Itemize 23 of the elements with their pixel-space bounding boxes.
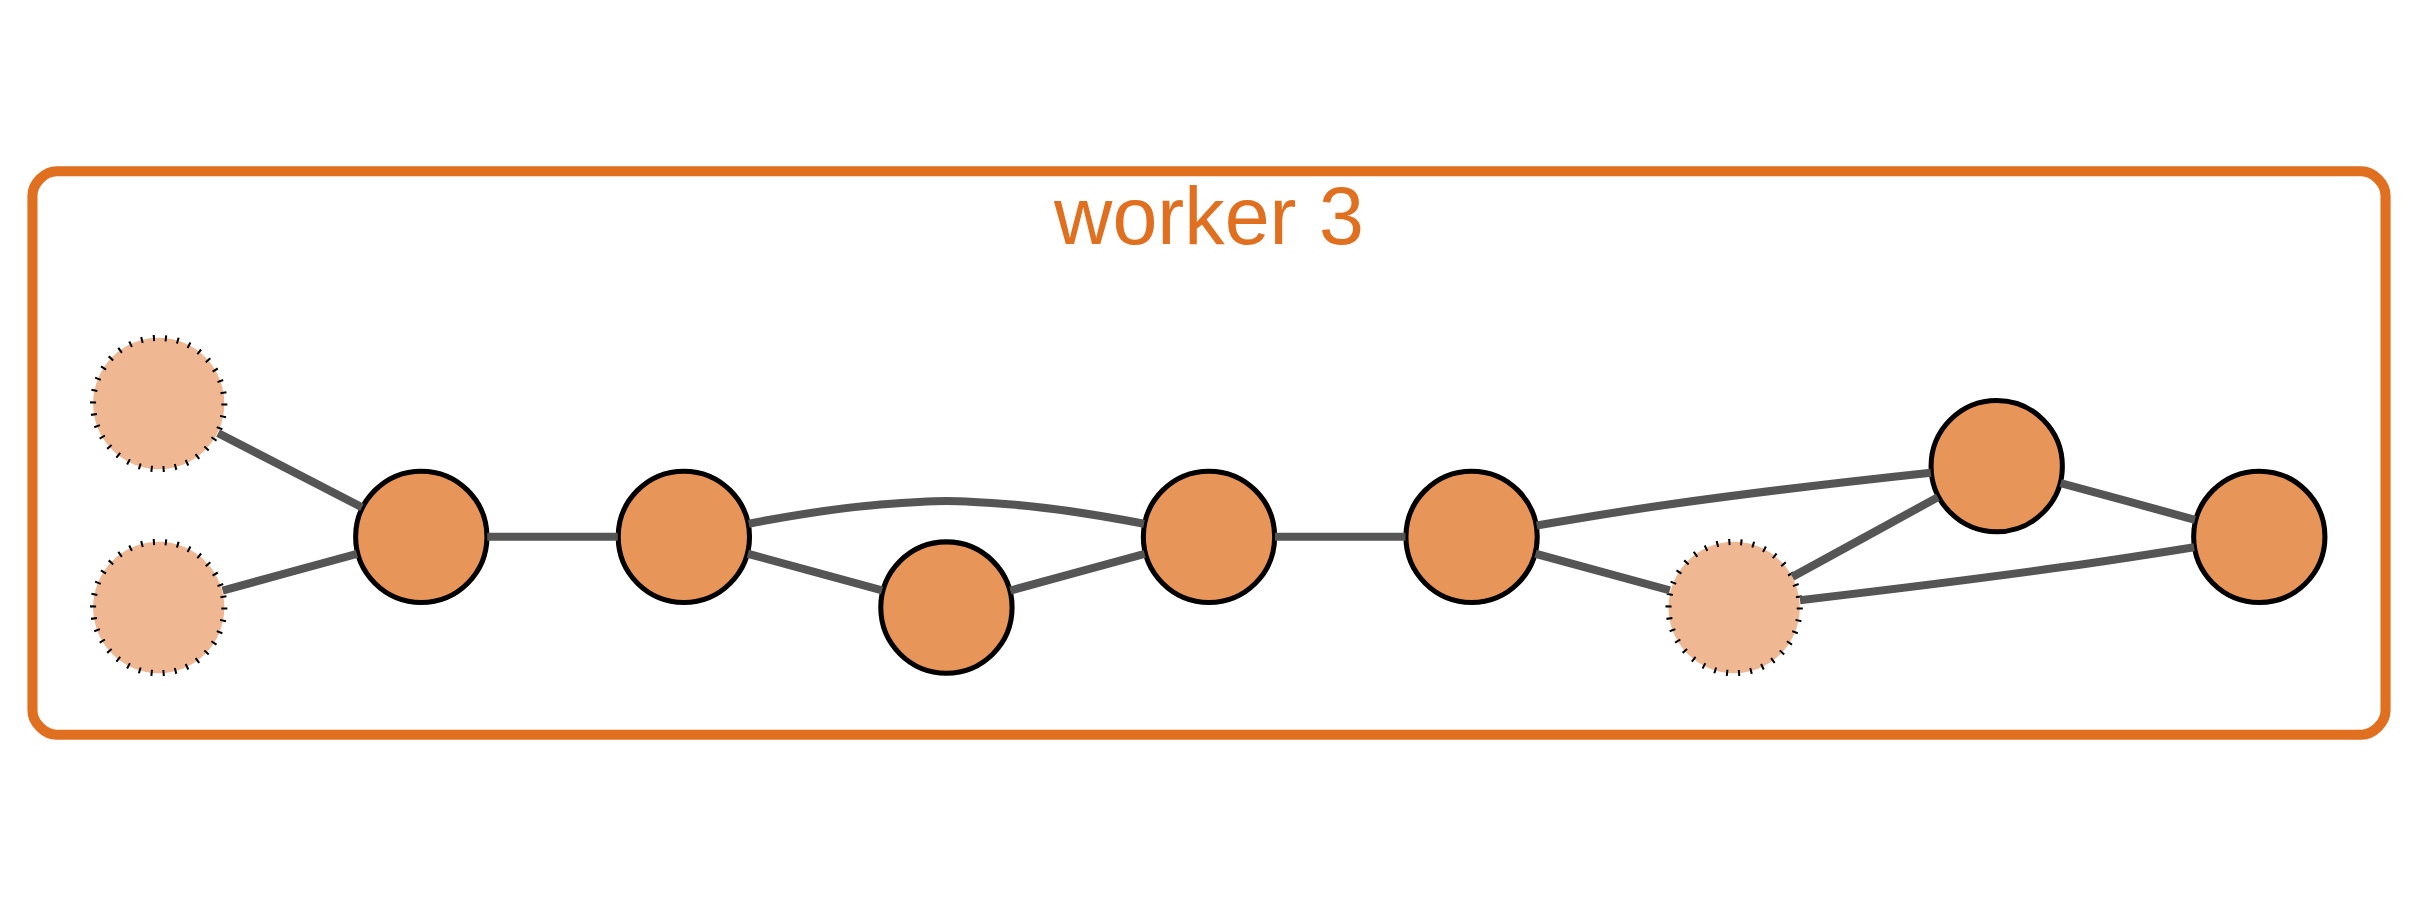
- connector: [216, 429, 364, 511]
- connector: [746, 549, 884, 594]
- node-circle: [1665, 538, 1803, 676]
- cluster: worker 3: [27, 165, 2391, 740]
- connector: [1536, 468, 1932, 530]
- node-circle: [615, 468, 753, 605]
- node-circle: [90, 538, 228, 676]
- node-circle: [1140, 468, 1278, 605]
- connector: [1799, 542, 2195, 604]
- connector: [221, 549, 358, 594]
- connector: [748, 496, 1145, 528]
- connector: [1274, 532, 1406, 541]
- connector: [1534, 549, 1671, 594]
- connector: [2059, 478, 2197, 524]
- node-circle: [1928, 397, 2065, 534]
- node-circle: [90, 334, 228, 472]
- connector: [1790, 493, 1940, 580]
- node-circle: [353, 468, 490, 605]
- connector: [1009, 549, 1146, 594]
- node-circle: [2191, 468, 2328, 605]
- node-circle: [878, 538, 1015, 676]
- connector: [487, 532, 618, 541]
- node-circle: [1403, 468, 1540, 605]
